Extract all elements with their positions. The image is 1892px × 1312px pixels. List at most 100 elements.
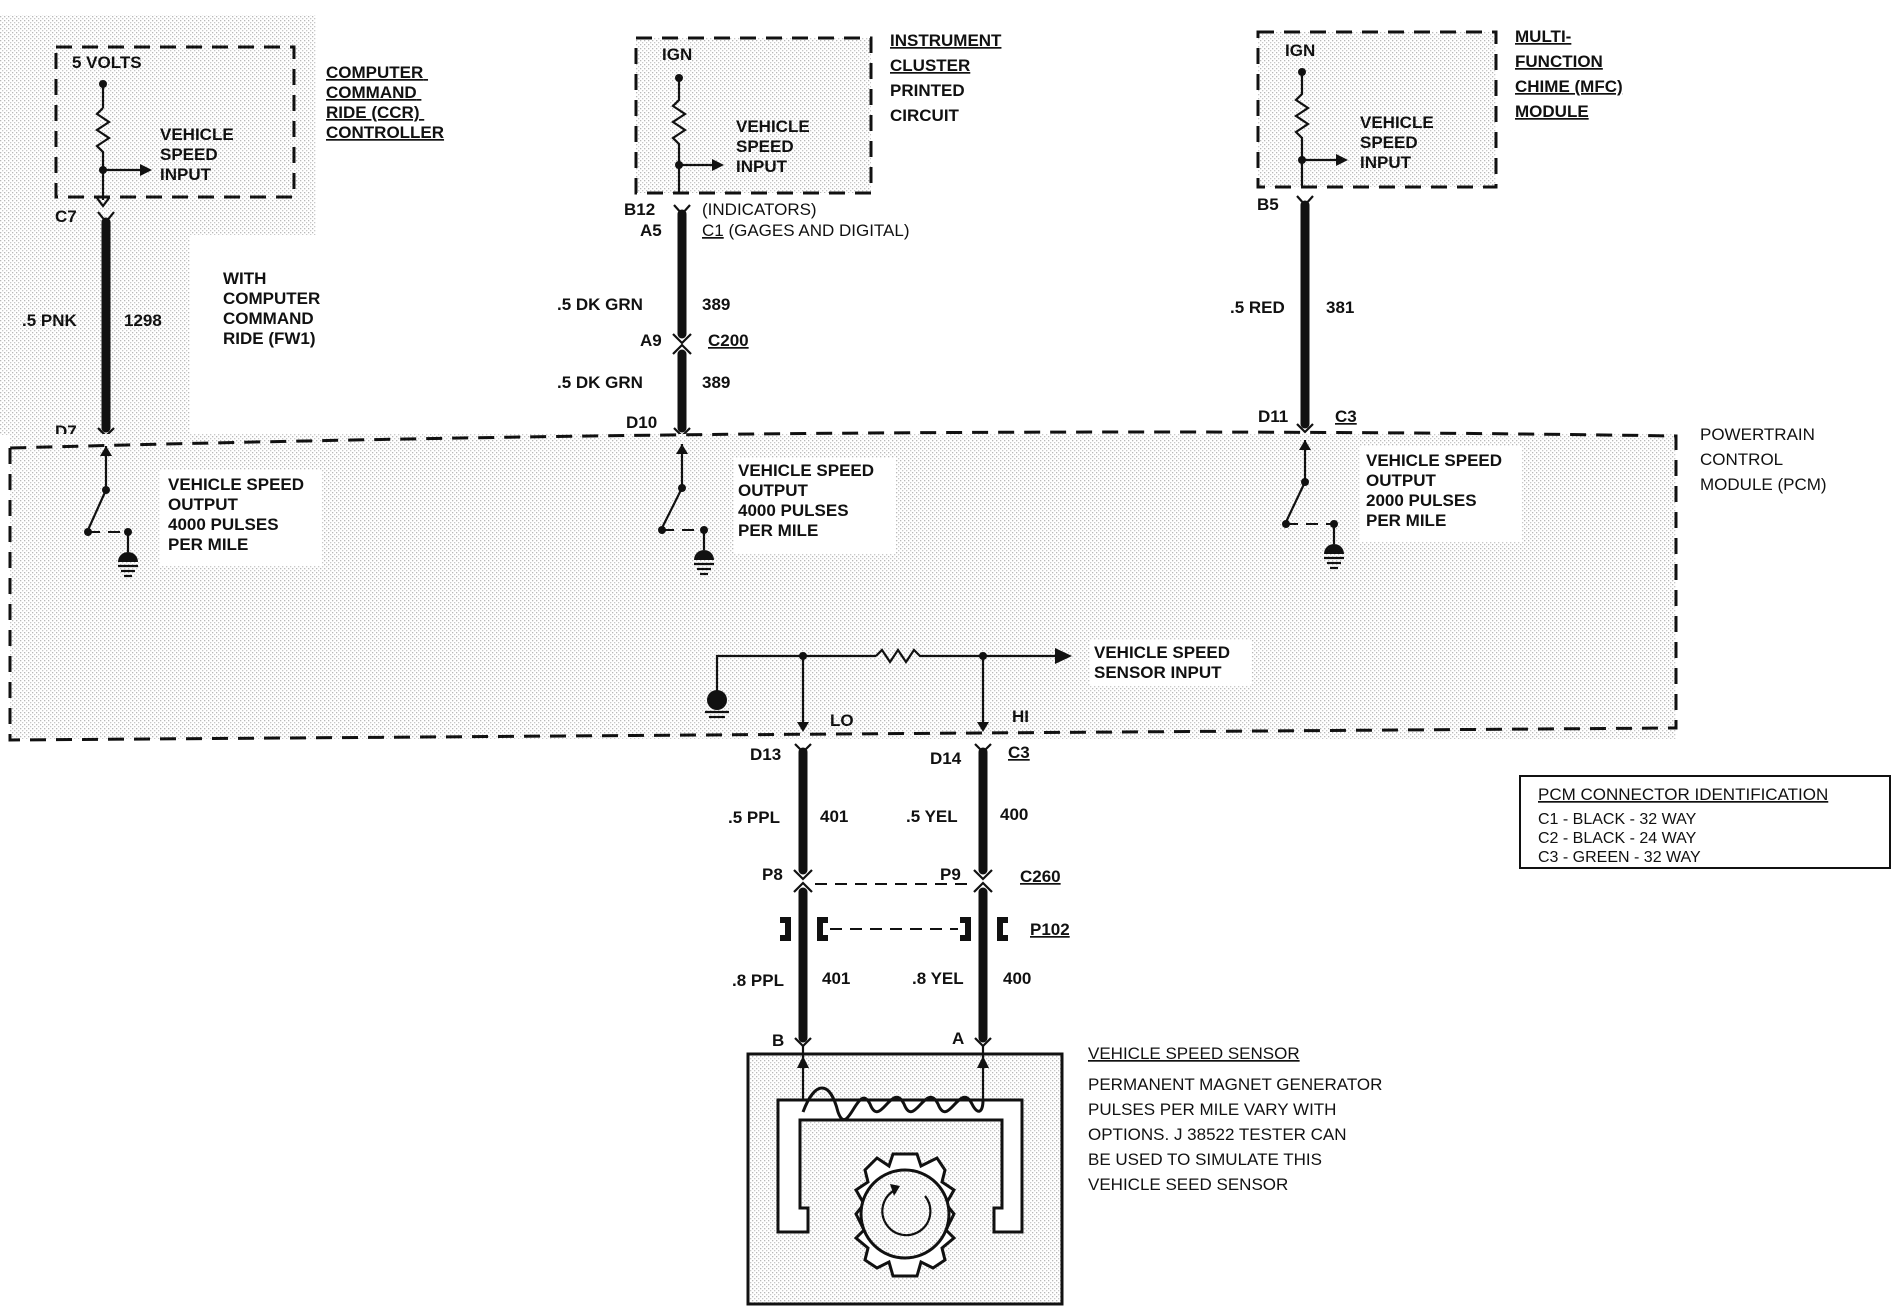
c260-label: C260 xyxy=(1020,867,1061,886)
cluster-shade xyxy=(636,38,871,193)
cluster-circuit-upper: 389 xyxy=(702,295,730,314)
pcm-output2-label-bg xyxy=(734,458,896,554)
chime-shade xyxy=(1258,32,1496,187)
p102-label: P102 xyxy=(1030,920,1070,939)
connector-id-row: C3 - GREEN - 32 WAY xyxy=(1538,849,1701,866)
c260-pin-p8: P8 xyxy=(762,865,783,884)
pcm-output3-label-bg xyxy=(1360,446,1522,542)
pcm-connector-c3-bottom: C3 xyxy=(1008,743,1030,762)
pcm-vss-input-label: VEHICLE SPEED SENSOR INPUT xyxy=(1094,643,1235,682)
ground-icon xyxy=(707,690,727,710)
cluster-module: IGN VEHICLE SPEED INPUT INSTRUMENT CLUST… xyxy=(557,31,1002,438)
hi-circuit-upper: 400 xyxy=(1000,805,1028,824)
pcm-module: POWERTRAIN CONTROL MODULE (PCM) VEHICLE … xyxy=(8,425,1827,742)
chime-terminal-bottom xyxy=(1296,423,1314,434)
pcm-output2-switch xyxy=(661,487,683,529)
pcm-title-2: CONTROL xyxy=(1700,450,1783,469)
cluster-title-3: PRINTED xyxy=(890,81,965,100)
pcm-vss-label-bg xyxy=(1090,640,1252,686)
p102-bracket-hi-right xyxy=(997,917,1008,941)
vss-coil xyxy=(801,1086,985,1122)
cluster-title-2: CLUSTER xyxy=(890,56,970,75)
ccr-dashed-box xyxy=(54,45,296,199)
pcm-input-resistor xyxy=(875,648,1065,664)
lo-wire-color-lower: .8 PPL xyxy=(732,971,784,990)
sensor-harness: D13 D14 C3 .5 PPL 401 .5 YEL 400 P8 P9 C… xyxy=(728,743,1070,1050)
pcm-output3-label: VEHICLE SPEED OUTPUT 2000 PULSES PER MIL… xyxy=(1366,451,1507,530)
p102-bracket-lo-right xyxy=(817,917,828,941)
pcm-lo-arrow xyxy=(797,722,809,732)
chime-title-4: MODULE xyxy=(1515,102,1589,121)
pcm-connector-c3-top: C3 xyxy=(1335,407,1357,426)
pcm-output1-label: VEHICLE SPEED OUTPUT 4000 PULSES PER MIL… xyxy=(168,475,309,554)
connector-id-row: C2 - BLACK - 24 WAY xyxy=(1538,830,1697,847)
pcm-output2-arrow xyxy=(676,444,688,454)
vss-pin-b: B xyxy=(772,1031,784,1050)
vehicle-speed-sensor: VEHICLE SPEED SENSOR PERMANENT MAGNET GE… xyxy=(746,1044,1382,1306)
cluster-pin-a9: A9 xyxy=(640,331,662,350)
cluster-title-1: INSTRUMENT xyxy=(890,31,1002,50)
c260-female-lo xyxy=(793,881,813,893)
ccr-input-label: VEHICLE SPEED INPUT xyxy=(160,125,238,184)
cluster-wire-color-upper: .5 DK GRN xyxy=(557,295,643,314)
pcm-hi-arrow xyxy=(977,722,989,732)
cluster-dashed-box xyxy=(634,36,873,195)
hi-wire-color-upper: .5 YEL xyxy=(906,807,958,826)
ccr-option-note: WITH COMPUTER COMMAND RIDE (FW1) xyxy=(223,269,325,348)
cluster-pin-a5: A5 xyxy=(640,221,662,240)
chime-input-label: VEHICLE SPEED INPUT xyxy=(1360,113,1438,172)
ccr-wire-color: .5 PNK xyxy=(22,311,78,330)
ccr-module: 5 VOLTS VEHICLE SPEED INPUT COMPUTER COM… xyxy=(0,15,444,441)
ground-icon xyxy=(118,552,138,578)
pcm-lo-label: LO xyxy=(830,711,854,730)
pcm-pin-d14: D14 xyxy=(930,749,962,768)
pcm-output1-arrow xyxy=(100,446,112,456)
p102-bracket-hi-left xyxy=(960,917,971,941)
chime-supply-label: IGN xyxy=(1285,41,1315,60)
chime-wire-color: .5 RED xyxy=(1230,298,1285,317)
ccr-supply-label: 5 VOLTS xyxy=(72,53,142,72)
pcm-output1-label-bg xyxy=(160,470,322,566)
pcm-output1-switch xyxy=(86,489,108,531)
p102-bracket-lo-left xyxy=(780,917,791,941)
chime-module: IGN VEHICLE SPEED INPUT MULTI- FUNCTION … xyxy=(1230,27,1623,434)
c200-male xyxy=(672,333,692,345)
pcm-input-arrowhead xyxy=(1055,648,1072,664)
ground-icon xyxy=(1324,544,1344,570)
cluster-title-4: CIRCUIT xyxy=(890,106,960,125)
ccr-supply-node xyxy=(99,80,107,88)
pcm-pin-d11: D11 xyxy=(1258,407,1288,426)
chime-pullup-resistor xyxy=(1294,72,1310,186)
cluster-circuit-lower: 389 xyxy=(702,373,730,392)
vss-pole-piece xyxy=(776,1098,1024,1234)
cluster-supply-label: IGN xyxy=(662,45,692,64)
pcm-title-3: MODULE (PCM) xyxy=(1700,475,1827,494)
hi-circuit-lower: 400 xyxy=(1003,969,1031,988)
pcm-output3-switch xyxy=(1285,481,1306,523)
c260-female-hi xyxy=(973,881,993,893)
chime-circuit: 381 xyxy=(1326,298,1354,317)
c200-female xyxy=(672,343,692,355)
ccr-pullup-resistor xyxy=(95,107,111,200)
chime-title-1: MULTI- xyxy=(1515,27,1571,46)
pcm-pin-d13: D13 xyxy=(750,745,781,764)
pcm-hi-label: HI xyxy=(1012,707,1029,726)
cluster-wire-color-lower: .5 DK GRN xyxy=(557,373,643,392)
connector-id-title: PCM CONNECTOR IDENTIFICATION xyxy=(1538,785,1828,804)
ccr-connector-c7: C7 xyxy=(55,207,77,226)
pcm-connector-id-table: PCM CONNECTOR IDENTIFICATION C1 - BLACK … xyxy=(1519,775,1891,869)
cluster-connector-note-2: C1 (GAGES AND DIGITAL) xyxy=(702,221,910,240)
lo-wire-color-upper: .5 PPL xyxy=(728,808,780,827)
chime-title-2: FUNCTION xyxy=(1515,52,1603,71)
pcm-pin-d10: D10 xyxy=(626,413,657,432)
ccr-circuit-number: 1298 xyxy=(124,311,162,330)
chime-dashed-box xyxy=(1256,30,1498,189)
c260-male-lo xyxy=(793,869,813,881)
cluster-input-arrowhead xyxy=(712,159,724,171)
c200-label: C200 xyxy=(708,331,749,350)
pcm-output2-label: VEHICLE SPEED OUTPUT 4000 PULSES PER MIL… xyxy=(738,461,879,540)
cluster-pullup-resistor xyxy=(671,78,687,192)
lo-circuit-upper: 401 xyxy=(820,807,848,826)
c260-pin-p9: P9 xyxy=(940,865,961,884)
